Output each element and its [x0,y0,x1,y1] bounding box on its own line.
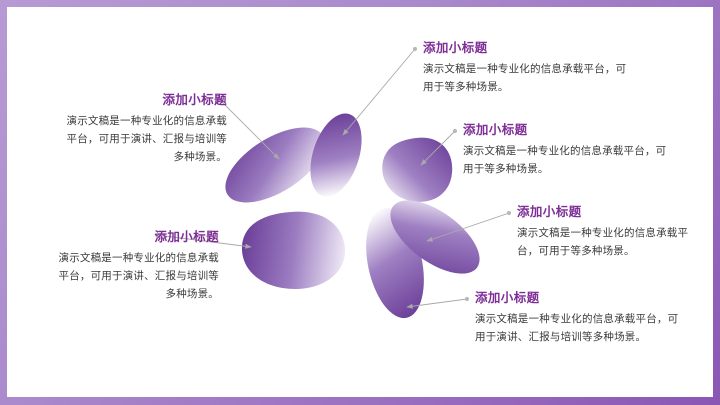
connector-lower-right [426,212,510,242]
callout-title: 添加小标题 [517,205,582,219]
flower-diagram [154,46,512,319]
callout-body: 演示文稿是一种专业化的信息承载平台，可用于等多种场景。 [517,227,689,258]
callout-bottom-left[interactable]: 添加小标题 演示文稿是一种专业化的信息承载平台，可用于演讲、汇报与培训等多种场景… [51,230,219,303]
connector-dot [412,46,418,52]
callout-body: 演示文稿是一种专业化的信息承载平台，可用于演讲、汇报与培训等多种场景。 [66,115,227,164]
callout-body: 演示文稿是一种专业化的信息承载平台，可用于演讲、汇报与培训等多种场景。 [475,313,679,344]
connector-dot [506,210,512,216]
callout-body: 演示文稿是一种专业化的信息承载平台，可用于等多种场景。 [463,145,667,176]
callout-title: 添加小标题 [162,93,227,107]
petal-top-left [225,127,325,203]
callout-title: 添加小标题 [154,230,219,244]
petal-right-upper [382,137,453,202]
callout-title: 添加小标题 [423,41,488,55]
callout-bottom-right[interactable]: 添加小标题 演示文稿是一种专业化的信息承载平台，可用于演讲、汇报与培训等多种场景… [475,291,687,346]
connector-top-left [218,98,280,160]
petal-left-lower [241,211,346,289]
callout-top-right[interactable]: 添加小标题 演示文稿是一种专业化的信息承载平台，可用于等多种场景。 [423,41,633,96]
callout-lower-right[interactable]: 添加小标题 演示文稿是一种专业化的信息承载平台，可用于等多种场景。 [517,205,703,260]
connector-bottom-left [156,234,252,249]
petal-top [310,113,362,197]
connector-middle-right [420,130,456,166]
connector-top-right [342,48,416,136]
petal-right-lower [390,200,480,274]
slide-canvas: 添加小标题 演示文稿是一种专业化的信息承载平台，可用于演讲、汇报与培训等多种场景… [7,7,713,397]
connector-dot [464,296,470,302]
connector-dot [154,232,160,238]
callout-body: 演示文稿是一种专业化的信息承载平台，可用于等多种场景。 [423,63,627,94]
callout-top-left[interactable]: 添加小标题 演示文稿是一种专业化的信息承载平台，可用于演讲、汇报与培训等多种场景… [59,93,227,166]
petal-group [225,113,480,319]
connector-dot [216,96,222,102]
callout-title: 添加小标题 [463,123,528,137]
callout-title: 添加小标题 [475,291,540,305]
connector-dot [452,128,458,134]
connector-bottom-right [406,298,468,309]
callout-middle-right[interactable]: 添加小标题 演示文稿是一种专业化的信息承载平台，可用于等多种场景。 [463,123,673,178]
callout-body: 演示文稿是一种专业化的信息承载平台，可用于演讲、汇报与培训等多种场景。 [58,252,219,301]
